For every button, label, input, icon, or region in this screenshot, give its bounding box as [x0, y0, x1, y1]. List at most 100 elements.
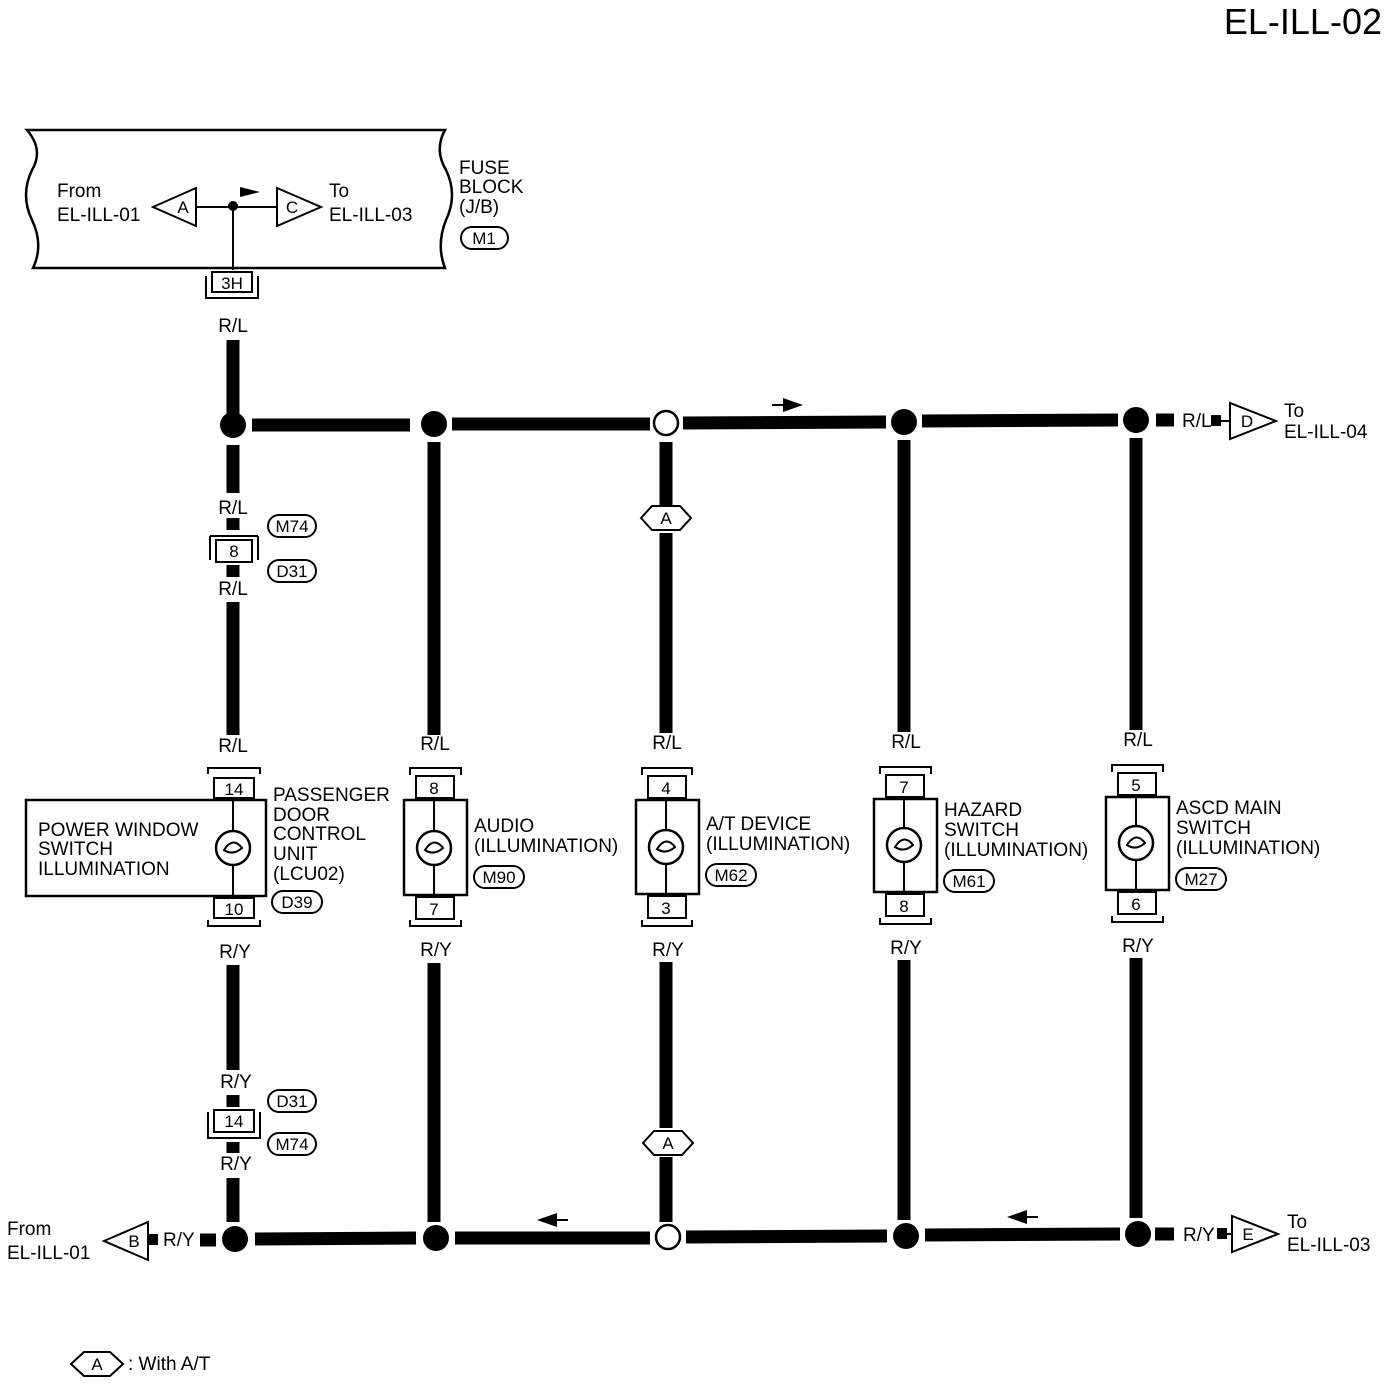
junction-dot — [1123, 407, 1149, 433]
svg-text:M27: M27 — [1184, 870, 1217, 889]
bottom-exit: R/Y E To EL-ILL-03 — [1183, 1212, 1370, 1256]
svg-text:UNIT: UNIT — [273, 844, 318, 865]
junction-dot — [423, 1225, 449, 1251]
svg-text:D39: D39 — [281, 893, 312, 912]
svg-text:DOOR: DOOR — [273, 805, 330, 826]
svg-text:D: D — [1241, 412, 1253, 431]
svg-text:D31: D31 — [276, 562, 307, 581]
lamp-icon — [647, 828, 685, 866]
connector-tag-d — [1229, 401, 1279, 441]
arrow-left-icon — [537, 1213, 557, 1227]
component-hazard-switch-illumination: R/L 7 8 R/Y HAZARD SWITCH (ILLUMINATION)… — [872, 732, 1088, 959]
connector-m1: M1 — [472, 229, 496, 248]
svg-text:R/L: R/L — [1123, 730, 1153, 751]
connector-tag-e — [1231, 1214, 1281, 1254]
svg-text:7: 7 — [899, 778, 908, 797]
svg-text:(LCU02): (LCU02) — [273, 864, 345, 885]
svg-text:14: 14 — [225, 1112, 244, 1131]
svg-text:ASCD MAIN: ASCD MAIN — [1176, 798, 1282, 819]
svg-text:E: E — [1242, 1225, 1253, 1244]
flow-arrows — [537, 398, 1038, 1227]
wire-color-label: R/Y — [1183, 1225, 1215, 1246]
component-ascd-main-switch-illumination: R/L 5 6 R/Y ASCD MAIN SWITCH (ILLUMINATI… — [1104, 730, 1320, 957]
connector-tag-a — [150, 186, 197, 228]
svg-text:EL-ILL-04: EL-ILL-04 — [1284, 422, 1368, 443]
svg-text:6: 6 — [1131, 895, 1140, 914]
svg-text:D31: D31 — [276, 1092, 307, 1111]
option-tag-a — [641, 1130, 695, 1156]
terminal-3h: 3H — [221, 274, 243, 293]
svg-text:HAZARD: HAZARD — [944, 800, 1022, 821]
junctions — [220, 407, 1151, 1252]
legend-tag-a — [69, 1351, 125, 1377]
svg-text:To: To — [1284, 401, 1304, 422]
svg-text:EL-ILL-03: EL-ILL-03 — [1287, 1235, 1370, 1256]
svg-text:R/Y: R/Y — [1122, 936, 1154, 957]
svg-text:10: 10 — [225, 900, 244, 919]
fuse-block: FUSE BLOCK (J/B) M1 From EL-ILL-01 A C T… — [24, 128, 524, 299]
wires — [148, 340, 1232, 1247]
joint-connector-lower: R/Y 14 R/Y D31 M74 — [207, 1072, 317, 1175]
svg-text:3: 3 — [661, 899, 670, 918]
junction-dot — [421, 411, 447, 437]
svg-text:C: C — [286, 198, 298, 217]
svg-text:5: 5 — [1131, 776, 1140, 795]
connector-tag-b — [101, 1220, 149, 1262]
svg-text:(ILLUMINATION): (ILLUMINATION) — [474, 836, 618, 857]
svg-text:To: To — [1287, 1212, 1307, 1233]
svg-text:M74: M74 — [275, 517, 308, 536]
option-junction-dot — [654, 1223, 682, 1251]
svg-text:SWITCH: SWITCH — [944, 820, 1019, 841]
svg-text:(ILLUMINATION): (ILLUMINATION) — [1176, 838, 1320, 859]
svg-text:R/L: R/L — [218, 736, 248, 757]
svg-text:R/L: R/L — [218, 579, 248, 600]
svg-text:M74: M74 — [275, 1135, 308, 1154]
component-at-device-illumination: A R/L 4 3 R/Y A/T DEVICE (ILLUMINATION) … — [634, 505, 850, 1156]
svg-text:R/Y: R/Y — [890, 938, 922, 959]
wire-color-label: R/L — [1182, 411, 1212, 432]
svg-text:SWITCH: SWITCH — [38, 839, 113, 860]
svg-text:A: A — [177, 198, 189, 217]
svg-text:A/T DEVICE: A/T DEVICE — [706, 814, 811, 835]
arrow-left-icon — [1007, 1210, 1027, 1224]
svg-text:R/L: R/L — [420, 734, 450, 755]
junction-dot — [220, 412, 246, 438]
fuse-to-label-1: To — [329, 181, 349, 202]
fuse-block-title-1: FUSE — [459, 158, 510, 179]
svg-text:PASSENGER: PASSENGER — [273, 785, 390, 806]
svg-text:AUDIO: AUDIO — [474, 816, 534, 837]
joint-connector-upper: R/L 8 R/L M74 D31 — [209, 498, 317, 600]
svg-text:8: 8 — [229, 542, 238, 561]
lamp-icon — [415, 829, 453, 867]
connector-m1-badge — [460, 226, 509, 250]
fuse-from-label-2: EL-ILL-01 — [57, 205, 140, 226]
component-passenger-door-control-unit: R/L 14 POWER WINDOW SWITCH ILLUMINATION … — [24, 736, 390, 963]
connector-tag-c — [276, 186, 324, 228]
option-junction-dot — [652, 409, 680, 437]
svg-text:SWITCH: SWITCH — [1176, 818, 1251, 839]
junction-dot — [891, 409, 917, 435]
fuse-block-title-3: (J/B) — [459, 197, 499, 218]
svg-text:R/Y: R/Y — [219, 942, 251, 963]
svg-text:(ILLUMINATION): (ILLUMINATION) — [944, 840, 1088, 861]
component-audio-illumination: R/L 8 7 R/Y AUDIO (ILLUMINATION) M90 — [402, 734, 618, 961]
junction-dot — [893, 1223, 919, 1249]
svg-text:: With A/T: : With A/T — [128, 1354, 211, 1375]
svg-text:A: A — [91, 1355, 103, 1374]
option-tag-a — [639, 505, 693, 531]
svg-text:M61: M61 — [952, 872, 985, 891]
svg-text:8: 8 — [429, 779, 438, 798]
svg-text:8: 8 — [899, 897, 908, 916]
svg-text:R/Y: R/Y — [420, 940, 452, 961]
svg-text:R/Y: R/Y — [220, 1154, 252, 1175]
wire-color-label: R/Y — [163, 1230, 195, 1251]
top-exit: R/L D To EL-ILL-04 — [1182, 401, 1368, 443]
arrow-right-icon — [783, 398, 803, 412]
fuse-block-title-2: BLOCK — [459, 177, 524, 198]
svg-text:CONTROL: CONTROL — [273, 824, 366, 845]
svg-text:R/Y: R/Y — [220, 1072, 252, 1093]
junction-dot — [1125, 1221, 1151, 1247]
flow-arrow-icon — [240, 187, 260, 197]
svg-text:R/L: R/L — [218, 498, 248, 519]
